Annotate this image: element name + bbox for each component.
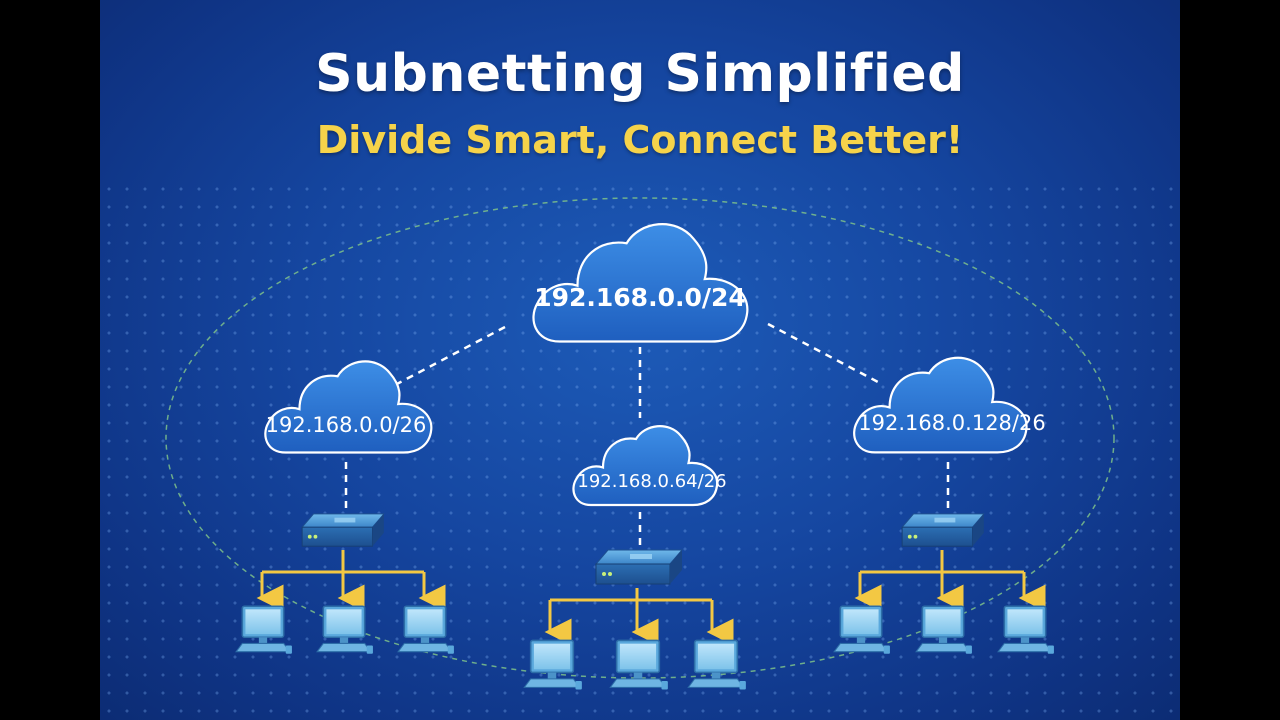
computer-icon <box>997 605 1055 655</box>
computers-subnet-2 <box>523 639 747 691</box>
page-subtitle: Divide Smart, Connect Better! <box>316 118 964 162</box>
parent-network-cloud: 192.168.0.0/24 <box>533 224 747 341</box>
subnet-label-3: 192.168.0.128/26 <box>858 411 1045 435</box>
computer-icon <box>235 605 293 655</box>
subnet-label-1: 192.168.0.0/26 <box>266 413 427 437</box>
subnet-diagram: 192.168.0.0/24 192.168.0.0/26 192.168.0.… <box>165 197 1115 691</box>
switch-icon <box>301 513 385 547</box>
computer-icon <box>397 605 455 655</box>
computer-icon <box>915 605 973 655</box>
subnet-label-2: 192.168.0.64/26 <box>577 471 726 492</box>
connector-parent-to-subnet-3 <box>767 322 879 384</box>
computers-subnet-3 <box>833 605 1055 655</box>
subnet-cloud-3: 192.168.0.128/26 <box>854 358 1046 453</box>
computer-icon <box>609 639 669 691</box>
page-title: Subnetting Simplified <box>315 44 965 104</box>
parent-network-label: 192.168.0.0/24 <box>534 283 746 312</box>
switch-icon <box>595 549 683 585</box>
cloud-icon <box>573 426 717 505</box>
subnet-cloud-2: 192.168.0.64/26 <box>573 426 727 505</box>
network-boundary <box>165 197 1115 679</box>
switch-icon <box>901 513 985 547</box>
connector-parent-to-subnet-1 <box>394 325 506 387</box>
distribution-arrows <box>256 550 1046 646</box>
cloud-icon <box>265 361 431 452</box>
cloud-icon <box>854 358 1026 453</box>
computer-icon <box>523 639 583 691</box>
subnet-connectors <box>344 322 950 550</box>
subnet-cloud-1: 192.168.0.0/26 <box>265 361 431 452</box>
computer-icon <box>833 605 891 655</box>
computers-subnet-1 <box>235 605 455 655</box>
computer-icon <box>687 639 747 691</box>
computer-icon <box>316 605 374 655</box>
slide-panel: Subnetting Simplified Divide Smart, Conn… <box>100 0 1180 720</box>
